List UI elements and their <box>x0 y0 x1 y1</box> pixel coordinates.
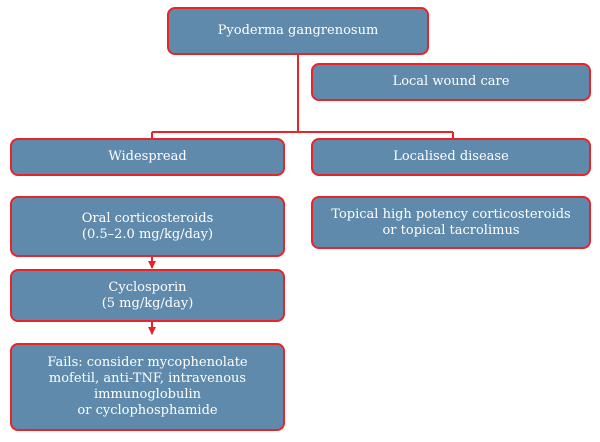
node-label: or cyclophosphamide <box>77 403 218 418</box>
node-label: Cyclosporin <box>108 279 187 295</box>
node-label: Localised disease <box>393 149 509 164</box>
node-label: immunoglobulin <box>93 387 202 402</box>
node-cyclosporin: Cyclosporin(5 mg/kg/day) <box>10 269 285 322</box>
node-local-wound-care: Local wound care <box>311 63 591 101</box>
node-label: Fails: consider mycophenolate <box>47 355 248 370</box>
node-label: or topical tacrolimus <box>382 222 520 238</box>
node-root: Pyoderma gangrenosum <box>167 7 429 55</box>
node-label: Pyoderma gangrenosum <box>217 23 379 38</box>
node-label: mofetil, anti-TNF, intravenous <box>48 371 247 386</box>
node-label: Topical high potency corticosteroids <box>331 206 571 222</box>
node-label: Widespread <box>108 149 187 164</box>
node-localised: Localised disease <box>311 138 591 176</box>
node-label: (5 mg/kg/day) <box>101 295 194 311</box>
node-widespread: Widespread <box>10 138 285 176</box>
node-label: Oral corticosteroids <box>81 210 214 226</box>
node-label: (0.5–2.0 mg/kg/day) <box>81 226 214 242</box>
edge-root-split <box>152 48 453 133</box>
node-oral-corticosteroids: Oral corticosteroids(0.5–2.0 mg/kg/day) <box>10 196 285 257</box>
node-label: Local wound care <box>392 74 510 89</box>
